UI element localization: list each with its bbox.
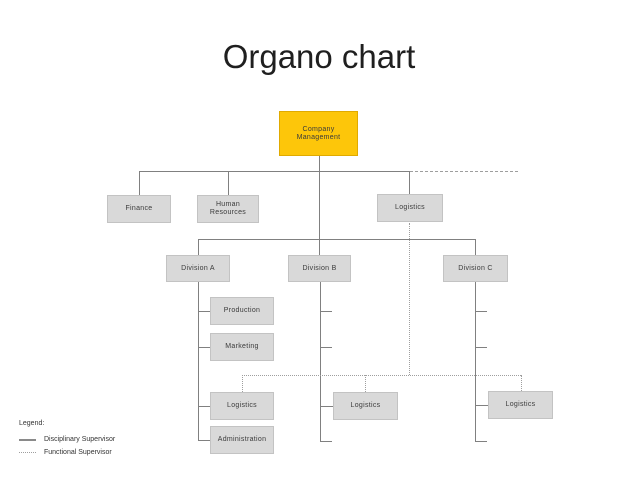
legend-item-label: Disciplinary Supervisor [44,436,116,443]
connector-logistics-hq-drop [409,171,410,195]
connector-marketing-tick [198,347,210,348]
connector-division-b-stub-3 [320,441,332,442]
connector-division-c-stub-3 [475,441,487,442]
node-division-b: Division B [288,255,351,282]
node-company-management: Company Management [279,111,358,156]
connector-administration-tick [198,440,210,441]
node-logistics-b: Logistics [333,392,398,420]
node-logistics-hq: Logistics [377,194,443,222]
connector-production-tick [198,311,210,312]
node-logistics-a: Logistics [210,392,274,420]
connector-center-spine [319,171,320,255]
connector-level1-rail [139,171,410,172]
legend: Legend: Disciplinary Supervisor Function… [19,420,115,459]
functional-rail-bottom [242,375,521,376]
connector-division-b-stub-1 [320,311,332,312]
node-marketing: Marketing [210,333,274,361]
connector-division-a-spine [198,282,199,440]
connector-division-b-spine [320,282,321,441]
dotted-line-swatch [19,452,36,453]
page-title: Organo chart [222,38,416,75]
connector-division-c-drop [475,239,476,255]
connector-root-drop [319,156,320,171]
functional-drop-logistics-a [242,375,243,392]
node-human-resources: Human Resources [197,195,259,223]
functional-rail-top-dashed [410,171,518,172]
connector-logistics-c-tick [475,405,488,406]
node-finance: Finance [107,195,171,223]
node-production: Production [210,297,274,325]
node-division-a: Division A [166,255,230,282]
node-administration: Administration [210,426,274,454]
solid-line-swatch [19,438,36,441]
connector-logistics-a-tick [198,406,210,407]
legend-item-disciplinary: Disciplinary Supervisor [19,433,115,446]
connector-division-c-stub-2 [475,347,487,348]
connector-division-b-stub-2 [320,347,332,348]
functional-drop-logistics-c [521,375,522,391]
node-division-c: Division C [443,255,508,282]
legend-item-functional: Functional Supervisor [19,446,115,459]
legend-heading: Legend: [19,420,45,427]
node-logistics-c: Logistics [488,391,553,419]
connector-division-a-drop [198,239,199,255]
connector-finance-drop [139,171,140,195]
legend-item-label: Functional Supervisor [44,449,112,456]
connector-logistics-b-tick [320,406,333,407]
functional-logistics-hq-down [409,223,410,375]
connector-level2-rail [198,239,475,240]
functional-drop-logistics-b [365,375,366,392]
connector-division-c-spine [475,282,476,441]
connector-division-c-stub-1 [475,311,487,312]
connector-human-resources-drop [228,171,229,195]
